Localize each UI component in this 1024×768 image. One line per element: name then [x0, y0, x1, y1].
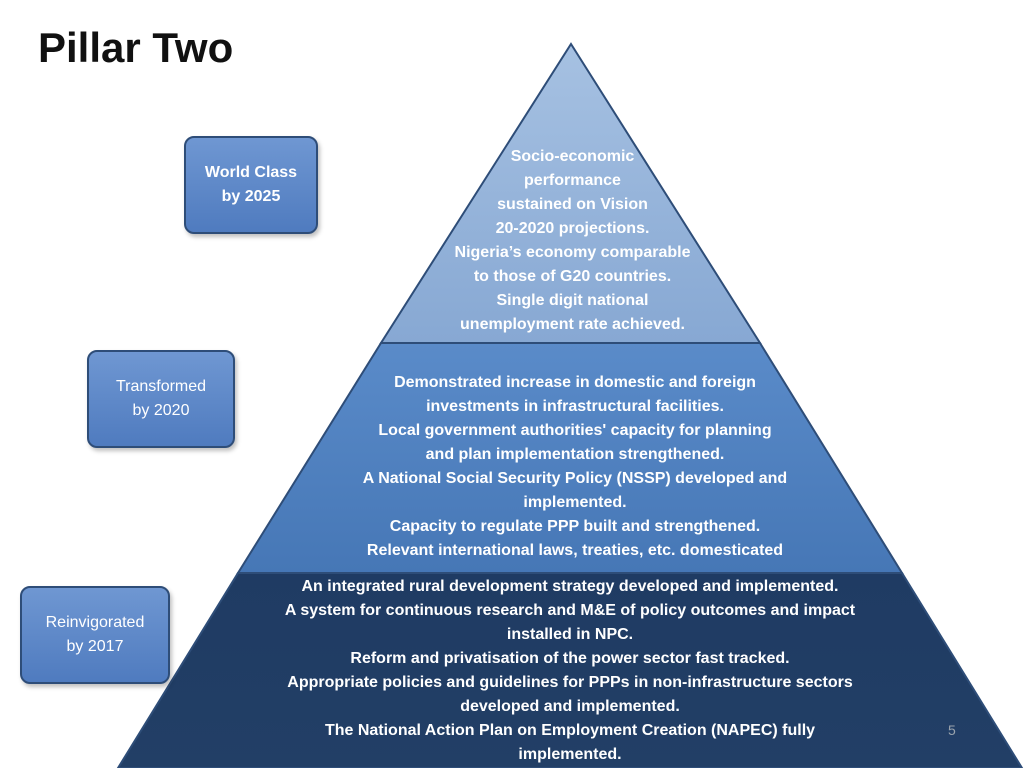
slide-title: Pillar Two — [38, 24, 234, 71]
tier-top-line: performance — [524, 172, 621, 189]
tier-top-line: unemployment rate achieved. — [460, 316, 685, 333]
tier-middle-line: Relevant international laws, treaties, e… — [366, 542, 784, 559]
tier-bottom-line: The National Action Plan on Employment C… — [324, 722, 816, 739]
tier-top-line: Nigeria’s economy comparable — [454, 244, 691, 261]
tier-bottom-line: installed in NPC. — [506, 626, 634, 643]
tier-top-line: sustained on Vision — [497, 196, 648, 213]
page-number: 5 — [948, 722, 956, 738]
stage-box-reinvigorated: Reinvigorated by 2017 — [20, 586, 170, 684]
tier-top-line: to those of G20 countries. — [473, 268, 672, 285]
stage-label: Transformed — [115, 378, 207, 395]
stage-label: World Class — [204, 164, 298, 181]
tier-middle-line: Capacity to regulate PPP built and stren… — [389, 518, 761, 535]
tier-top-line: 20-2020 projections. — [495, 220, 650, 237]
tier-bottom-line: Reform and privatisation of the power se… — [350, 650, 790, 667]
stage-label: Reinvigorated — [45, 614, 145, 631]
stage-year: by 2017 — [66, 638, 124, 655]
tier-top-line: Socio-economic — [510, 148, 635, 165]
tier-bottom-text: An integrated rural development strategy… — [240, 575, 900, 767]
tier-top-line: Single digit national — [496, 292, 649, 309]
tier-middle-line: investments in infrastructural facilitie… — [426, 398, 724, 415]
tier-middle-line: Demonstrated increase in domestic and fo… — [394, 374, 756, 391]
tier-middle-line: implemented. — [523, 494, 627, 511]
tier-bottom-line: An integrated rural development strategy… — [301, 578, 839, 595]
tier-bottom-line: A system for continuous research and M&E… — [284, 602, 856, 619]
tier-middle-line: and plan implementation strengthened. — [425, 446, 725, 463]
tier-middle-line: Local government authorities' capacity f… — [378, 422, 772, 439]
tier-bottom-line: implemented. — [518, 746, 622, 763]
tier-middle-text: Demonstrated increase in domestic and fo… — [330, 371, 820, 563]
tier-top-text: Socio-economic performance sustained on … — [430, 145, 715, 337]
stage-box-transformed: Transformed by 2020 — [87, 350, 235, 448]
tier-bottom-line: developed and implemented. — [460, 698, 680, 715]
stage-box-world-class: World Class by 2025 — [184, 136, 318, 234]
stage-year: by 2025 — [221, 188, 281, 205]
pyramid-tier-top — [379, 42, 762, 344]
tier-middle-line: A National Social Security Policy (NSSP)… — [362, 470, 788, 487]
tier-bottom-line: Appropriate policies and guidelines for … — [287, 674, 853, 691]
stage-year: by 2020 — [132, 402, 190, 419]
